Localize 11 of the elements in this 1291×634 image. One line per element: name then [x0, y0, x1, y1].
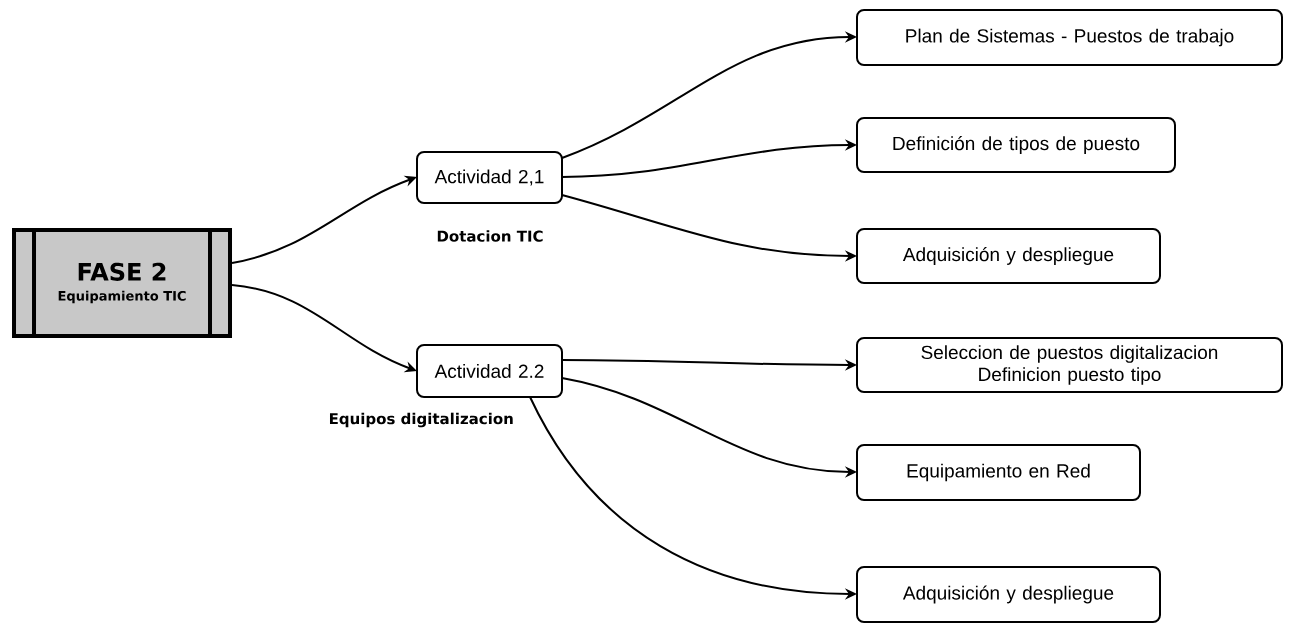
- rounded-box: Definición de tipos de puesto: [856, 117, 1176, 173]
- node-label: Dotacion TIC: [437, 230, 543, 242]
- rounded-box: Adquisición y despliegue: [856, 228, 1161, 284]
- rounded-box: Plan de Sistemas - Puestos de trabajo: [856, 9, 1283, 66]
- rounded-box: Equipamiento en Red: [856, 444, 1141, 501]
- rounded-box: Actividad 2,1: [416, 151, 563, 204]
- process-box: FASE 2 Equipamiento TIC: [12, 226, 232, 340]
- rounded-box: Actividad 2.2: [416, 344, 563, 398]
- node-label: Equipos digitalizacion: [330, 412, 513, 428]
- rounded-box: Seleccion de puestos digitalizacion Definicion puesto tipo: [856, 337, 1283, 393]
- rounded-box: Adquisición y despliegue: [856, 566, 1161, 623]
